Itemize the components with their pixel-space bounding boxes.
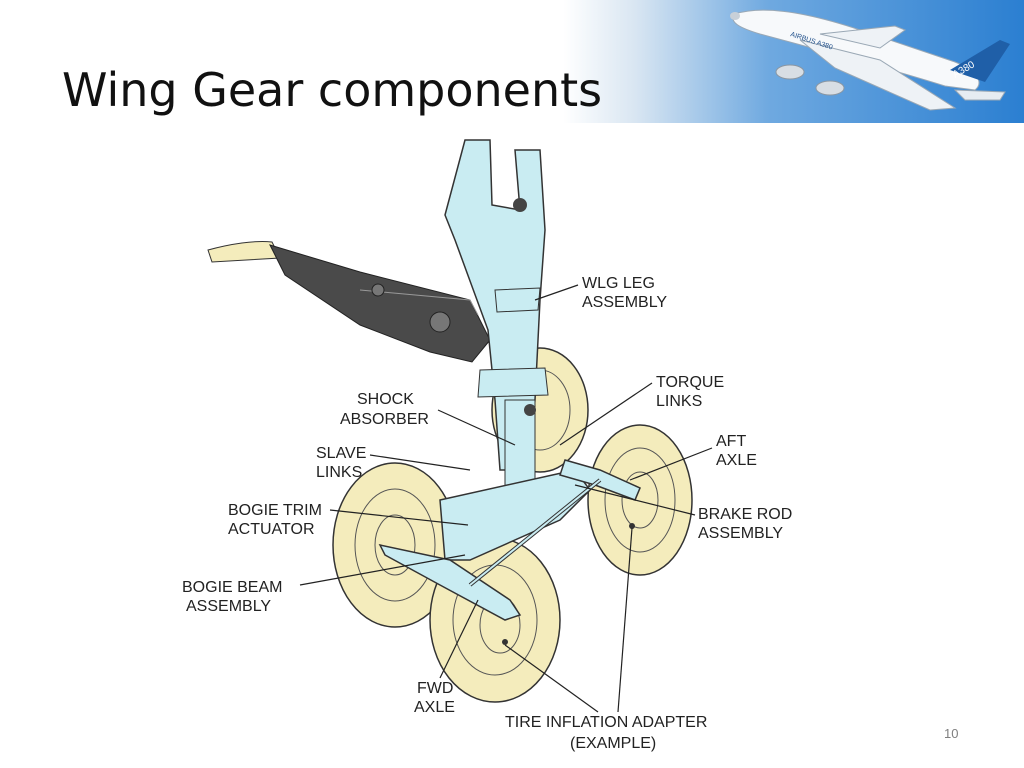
label-shock-absorber: SHOCK ABSORBER xyxy=(340,391,429,428)
header-banner: AIRBUS A380 A380 xyxy=(0,0,1024,123)
label-brake-rod-assembly: BRAKE ROD ASSEMBLY xyxy=(698,506,792,542)
svg-text:BOGIE BEAM: BOGIE BEAM xyxy=(182,579,282,596)
label-aft-axle: AFT AXLE xyxy=(716,433,757,469)
aircraft-image: AIRBUS A380 A380 xyxy=(730,9,1010,111)
svg-text:ASSEMBLY: ASSEMBLY xyxy=(582,294,667,311)
main-leg xyxy=(378,139,641,621)
label-wlg-leg: WLG LEG ASSEMBLY xyxy=(582,275,667,311)
slide-title: Wing Gear components xyxy=(62,63,603,117)
leader-lines xyxy=(299,284,713,713)
label-bogie-trim-actuator: BOGIE TRIM ACTUATOR xyxy=(228,502,322,538)
svg-text:WLG LEG: WLG LEG xyxy=(582,275,655,292)
label-tire-inflation-adapter: TIRE INFLATION ADAPTER (EXAMPLE) xyxy=(505,714,707,752)
svg-text:LINKS: LINKS xyxy=(656,393,702,410)
svg-text:BOGIE TRIM: BOGIE TRIM xyxy=(228,502,322,519)
svg-text:SHOCK: SHOCK xyxy=(357,391,414,408)
svg-text:ASSEMBLY: ASSEMBLY xyxy=(186,598,271,615)
svg-text:TORQUE: TORQUE xyxy=(656,374,724,391)
svg-text:AXLE: AXLE xyxy=(716,452,757,469)
svg-text:LINKS: LINKS xyxy=(316,464,362,481)
svg-text:AFT: AFT xyxy=(716,433,746,450)
label-bogie-beam-assembly: BOGIE BEAM ASSEMBLY xyxy=(182,579,282,615)
svg-text:BRAKE ROD: BRAKE ROD xyxy=(698,506,792,523)
svg-text:ASSEMBLY: ASSEMBLY xyxy=(698,525,783,542)
page-number: 10 xyxy=(944,726,959,741)
tire-rear-right xyxy=(587,424,693,576)
svg-text:AXLE: AXLE xyxy=(414,699,455,716)
label-fwd-axle: FWD AXLE xyxy=(414,680,455,716)
svg-text:FWD: FWD xyxy=(417,680,453,697)
svg-text:ABSORBER: ABSORBER xyxy=(340,411,429,428)
side-stay-arm xyxy=(207,241,491,363)
svg-text:ACTUATOR: ACTUATOR xyxy=(228,521,315,538)
svg-text:(EXAMPLE): (EXAMPLE) xyxy=(570,735,656,752)
svg-text:TIRE INFLATION ADAPTER: TIRE INFLATION ADAPTER xyxy=(505,714,707,731)
svg-text:SLAVE: SLAVE xyxy=(316,445,366,462)
wing-gear-diagram: WLG LEG ASSEMBLY TORQUE LINKS SHOCK ABSO… xyxy=(182,139,792,752)
label-torque-links: TORQUE LINKS xyxy=(656,374,724,410)
tire-front-left xyxy=(332,462,458,628)
label-slave-links: SLAVE LINKS xyxy=(316,445,366,481)
